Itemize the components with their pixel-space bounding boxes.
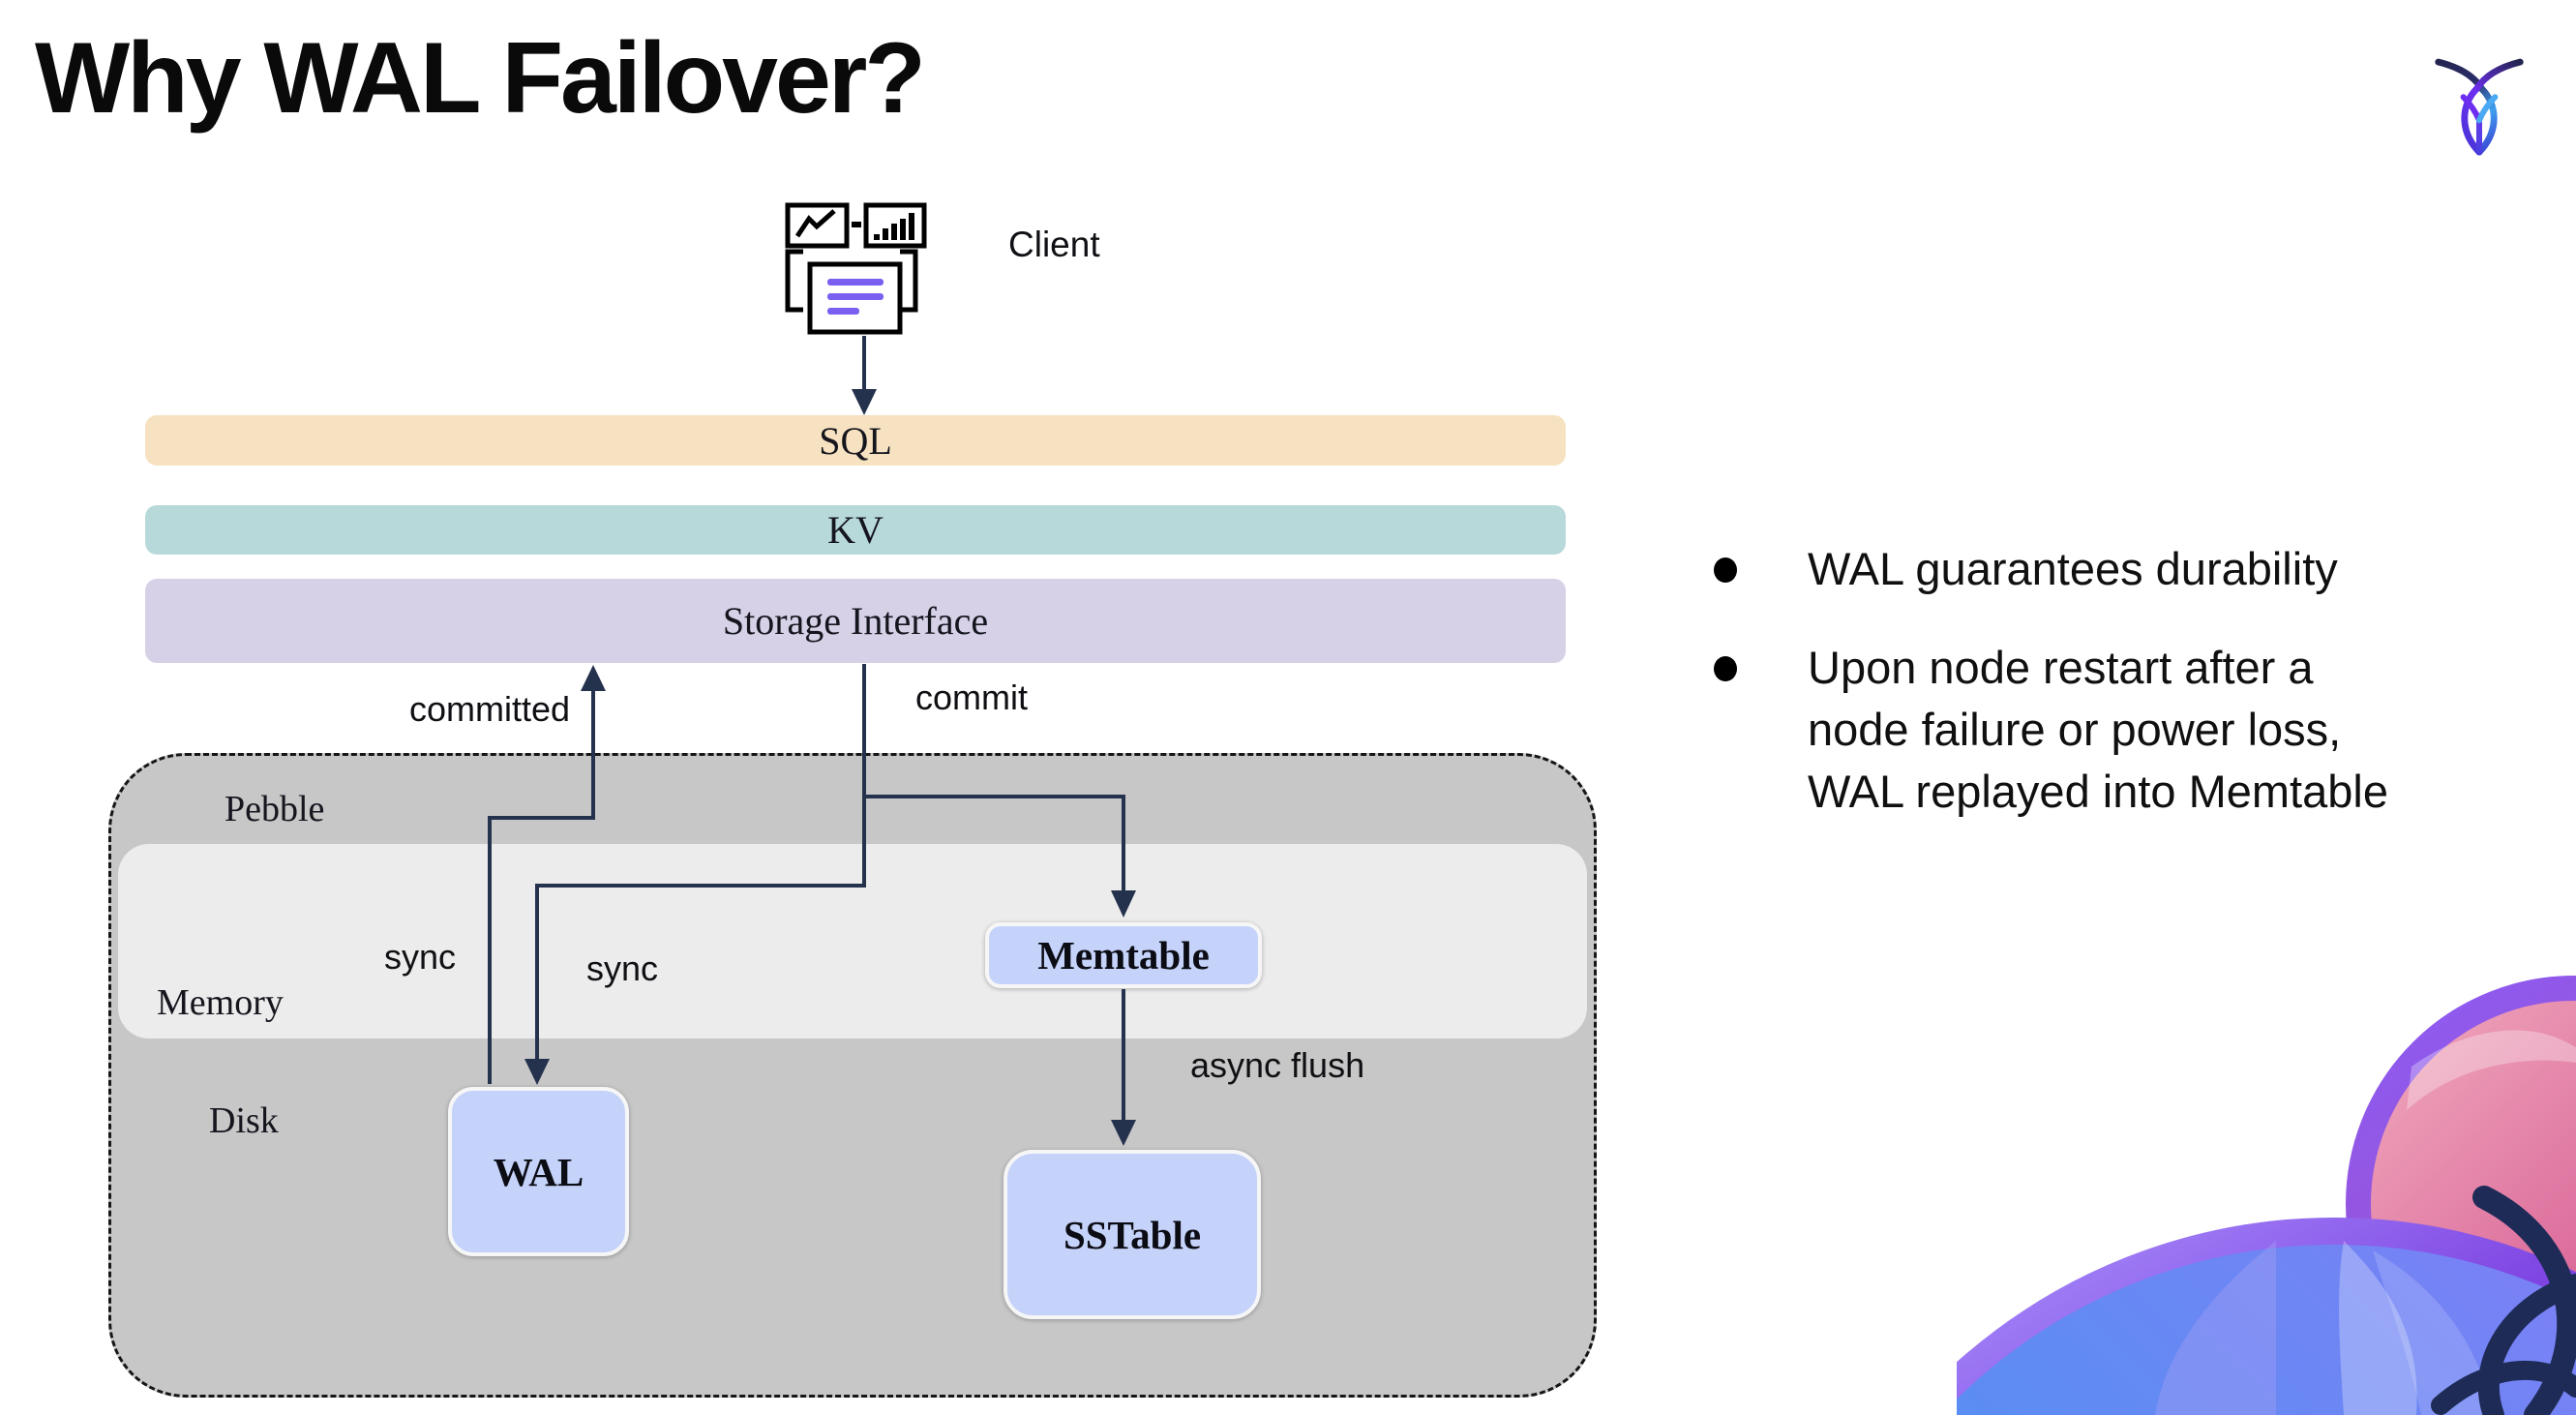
dash-connector — [852, 222, 861, 227]
sync-right-edge-label: sync — [586, 948, 659, 988]
bullet-item: Upon node restart after a node failure o… — [1808, 642, 2388, 817]
bullet-dot — [1714, 656, 1737, 681]
layer-bar-sql-label: SQL — [819, 418, 892, 463]
pebble-label: Pebble — [225, 789, 325, 829]
layer-bar-storage-label: Storage Interface — [722, 599, 989, 643]
memory-region — [118, 844, 1587, 1039]
cockroachdb-logo-icon — [2435, 58, 2524, 156]
sync-left-edge-label: sync — [384, 937, 457, 977]
arrowhead-committed — [581, 665, 606, 691]
wal-label: WAL — [493, 1149, 584, 1194]
line-chart-icon — [785, 202, 850, 249]
memtable-label: Memtable — [1037, 933, 1210, 978]
arrowhead-sql — [852, 389, 877, 415]
client-dashboard-icon — [785, 202, 927, 335]
memtable-node: Memtable — [985, 922, 1262, 988]
commit-edge-label: commit — [915, 677, 1028, 717]
layer-bar-kv-label: KV — [827, 508, 884, 552]
async-flush-edge-label: async flush — [1190, 1045, 1365, 1085]
sstable-node: SSTable — [1003, 1150, 1261, 1319]
left-bracket-icon — [785, 249, 803, 313]
client-label: Client — [1008, 225, 1100, 264]
sstable-label: SSTable — [1063, 1212, 1202, 1257]
bullet-item: WAL guarantees durability — [1808, 543, 2338, 594]
memory-label: Memory — [157, 982, 284, 1023]
layer-bar-storage-interface: Storage Interface — [145, 579, 1566, 663]
committed-edge-label: committed — [409, 689, 571, 729]
cockroach-sphere-art — [1957, 976, 2576, 1415]
bullet-dot — [1714, 557, 1737, 583]
page-title: Why WAL Failover? — [35, 22, 926, 135]
layer-bar-sql: SQL — [145, 415, 1566, 466]
wal-node: WAL — [448, 1087, 629, 1256]
disk-label: Disk — [209, 1100, 279, 1141]
right-bracket-icon — [900, 249, 918, 313]
layer-bar-kv: KV — [145, 505, 1566, 555]
